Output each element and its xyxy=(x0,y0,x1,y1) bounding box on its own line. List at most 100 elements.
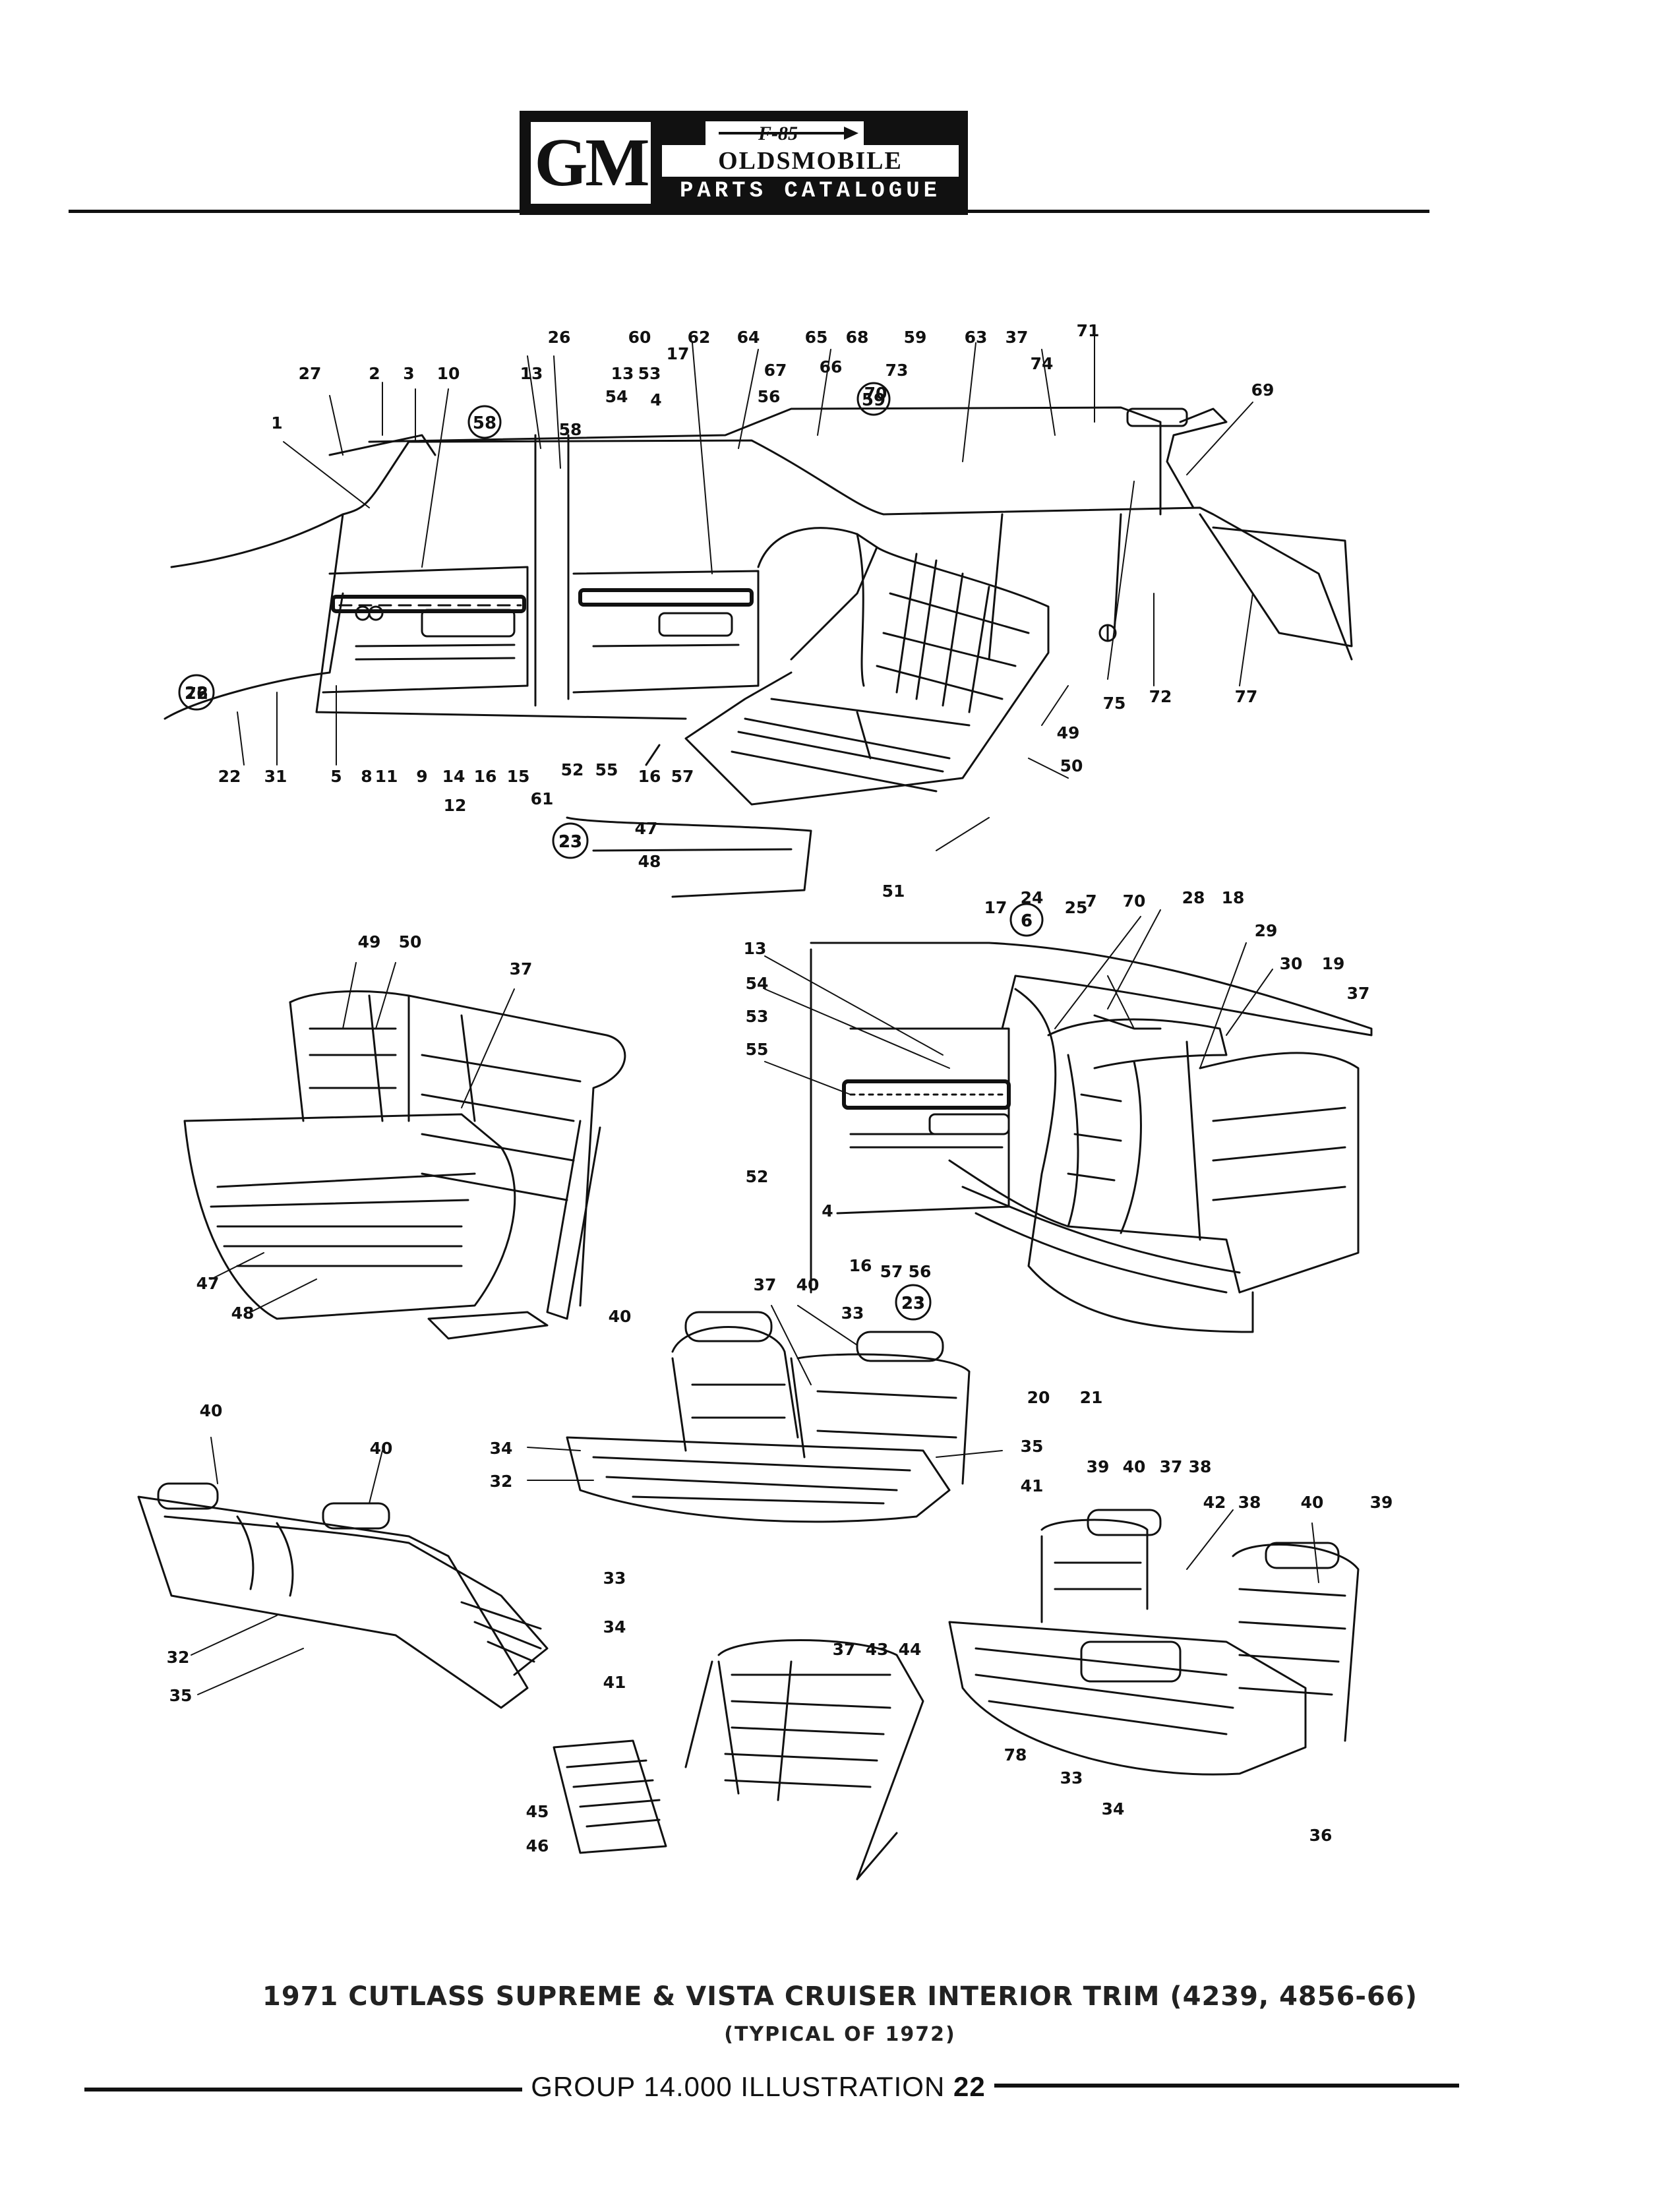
catalogue-name: PARTS CATALOGUE xyxy=(679,179,942,204)
station-wagon-side-view xyxy=(164,406,1353,898)
callout-coupe-rear-view-23: 21 xyxy=(1080,1388,1103,1407)
callout-station-wagon-view-14: 17 xyxy=(667,344,690,363)
callout-station-wagon-view-25: 73 xyxy=(885,361,909,380)
circled-ref-59 xyxy=(856,382,891,416)
callout-coupe-rear-view-17: 4 xyxy=(822,1201,833,1220)
callout-front-bench-seat-6: 35 xyxy=(1021,1437,1044,1456)
callout-station-wagon-view-5: 13 xyxy=(520,364,543,383)
callout-front-bench-seat-1: 40 xyxy=(796,1275,820,1294)
callout-station-wagon-view-2: 3 xyxy=(403,364,414,383)
callout-station-wagon-view-39: 12 xyxy=(444,796,467,815)
footer-rule-right xyxy=(994,2084,1459,2088)
illustration-subtitle: (TYPICAL OF 1972) xyxy=(724,2023,956,2046)
callout-station-wagon-view-8: 60 xyxy=(628,328,651,347)
callout-station-wagon-view-35: 9 xyxy=(416,767,427,786)
callout-third-seat-4: 46 xyxy=(526,1836,549,1855)
illustration-number: 22 xyxy=(953,2071,986,2102)
callout-bucket-seats-3: 38 xyxy=(1189,1457,1212,1476)
circled-ref-6 xyxy=(1009,903,1044,937)
callout-folding-rear-seat-1: 40 xyxy=(370,1439,393,1458)
callout-station-wagon-view-16: 67 xyxy=(764,361,787,380)
callout-station-wagon-view-28: 69 xyxy=(1251,380,1275,400)
callout-station-wagon-view-32: 5 xyxy=(330,767,342,786)
callout-coupe-rear-view-4: 7 xyxy=(1085,891,1096,911)
callout-coupe-rear-view-1: 24 xyxy=(1021,888,1044,907)
third-seat xyxy=(553,1639,924,1881)
circled-ref-59-label: 59 xyxy=(862,390,885,410)
callout-station-wagon-view-34: 11 xyxy=(375,767,398,786)
callout-station-wagon-view-7: 58 xyxy=(559,420,582,439)
callout-station-wagon-view-12: 54 xyxy=(605,387,628,406)
callout-station-wagon-view-9: 62 xyxy=(688,328,711,347)
callout-station-wagon-view-3: 10 xyxy=(437,364,460,383)
callout-station-wagon-view-31: 31 xyxy=(264,767,287,786)
callout-rear-bench-seat-3: 47 xyxy=(196,1274,220,1293)
circled-ref-6-label: 6 xyxy=(1021,911,1033,931)
callout-station-wagon-view-27: 74 xyxy=(1031,354,1054,373)
callout-station-wagon-view-40: 61 xyxy=(531,789,554,808)
callout-bucket-seats-8: 78 xyxy=(1004,1745,1027,1764)
callout-third-seat-3: 45 xyxy=(526,1802,549,1821)
gm-parts-catalogue-logo: GM F-85 OLDSMOBILE PARTS CATALOGUE xyxy=(520,111,968,215)
callout-rear-bench-seat-4: 48 xyxy=(231,1304,255,1323)
callout-station-wagon-view-53: 50 xyxy=(1060,756,1083,775)
callout-bucket-seats-4: 42 xyxy=(1203,1493,1226,1512)
callout-bucket-seats-2: 37 xyxy=(1160,1457,1183,1476)
callout-station-wagon-view-19: 66 xyxy=(820,357,843,376)
callout-station-wagon-view-13: 4 xyxy=(650,390,661,409)
circled-ref-23-mid xyxy=(895,1284,932,1321)
f85-logo-text: F-85 xyxy=(758,123,798,144)
callout-bucket-seats-7: 39 xyxy=(1370,1493,1393,1512)
callout-station-wagon-view-47: 23 xyxy=(559,832,582,851)
callout-coupe-rear-view-6: 28 xyxy=(1182,888,1205,907)
callout-station-wagon-view-6: 26 xyxy=(548,328,571,347)
circled-references: 58 59 22 23 6 23 xyxy=(178,382,1044,1321)
callout-coupe-rear-view-22: 20 xyxy=(1027,1388,1050,1407)
callout-folding-rear-seat-2: 33 xyxy=(603,1569,626,1588)
callout-station-wagon-view-33: 8 xyxy=(361,767,372,786)
callout-station-wagon-view-48: 51 xyxy=(882,882,905,901)
circled-ref-58-label: 58 xyxy=(473,413,496,433)
callout-coupe-rear-view-14: 53 xyxy=(746,1007,769,1026)
callout-coupe-rear-view-0: 17 xyxy=(984,898,1007,917)
callout-third-seat-1: 43 xyxy=(866,1640,889,1659)
callout-coupe-rear-view-21: 23 xyxy=(902,1294,925,1313)
callout-station-wagon-view-37: 16 xyxy=(474,767,497,786)
bucket-seats xyxy=(948,1509,1360,1776)
callout-coupe-rear-view-16: 52 xyxy=(746,1167,769,1186)
callout-station-wagon-view-1: 2 xyxy=(369,364,380,383)
rear-bench-seat xyxy=(183,990,626,1340)
callout-station-wagon-view-29: 76 xyxy=(185,684,208,703)
f85-logo-mark: F-85 xyxy=(705,121,864,145)
callout-station-wagon-view-30: 22 xyxy=(218,767,241,786)
callout-front-bench-seat-2: 40 xyxy=(609,1307,632,1326)
callout-rear-bench-seat-1: 50 xyxy=(399,932,422,951)
callout-folding-rear-seat-6: 35 xyxy=(169,1686,193,1705)
callout-station-wagon-view-44: 57 xyxy=(671,767,694,786)
illustration-label: ILLUSTRATION xyxy=(740,2071,945,2102)
front-bench-seat xyxy=(566,1311,971,1523)
callout-coupe-rear-view-18: 16 xyxy=(849,1256,872,1275)
callout-station-wagon-view-18: 65 xyxy=(805,328,828,347)
callout-station-wagon-view-17: 56 xyxy=(758,387,781,406)
callout-station-wagon-view-21: 70 xyxy=(864,384,887,403)
callout-front-bench-seat-7: 41 xyxy=(1021,1476,1044,1495)
callout-coupe-rear-view-10: 19 xyxy=(1322,954,1345,973)
group-number: GROUP 14.000 xyxy=(531,2071,733,2102)
callout-bucket-seats-1: 40 xyxy=(1123,1457,1146,1476)
callout-coupe-rear-view-11: 37 xyxy=(1347,984,1370,1003)
callout-station-wagon-view-43: 16 xyxy=(638,767,661,786)
coupe-rear-quarter-view xyxy=(810,942,1373,1333)
callout-rear-bench-seat-2: 37 xyxy=(510,959,533,978)
callout-bucket-seats-10: 34 xyxy=(1102,1799,1125,1819)
callout-front-bench-seat-3: 33 xyxy=(841,1304,864,1323)
callout-coupe-rear-view-7: 18 xyxy=(1222,888,1245,907)
callout-station-wagon-view-24: 37 xyxy=(1005,328,1029,347)
callout-coupe-rear-view-9: 30 xyxy=(1280,954,1303,973)
callout-station-wagon-view-42: 55 xyxy=(595,760,618,779)
callout-coupe-rear-view-20: 56 xyxy=(909,1262,932,1281)
callout-coupe-rear-view-19: 57 xyxy=(880,1262,903,1281)
callout-coupe-rear-view-3: 6 xyxy=(1021,911,1032,930)
callout-bucket-seats-9: 33 xyxy=(1060,1768,1083,1788)
